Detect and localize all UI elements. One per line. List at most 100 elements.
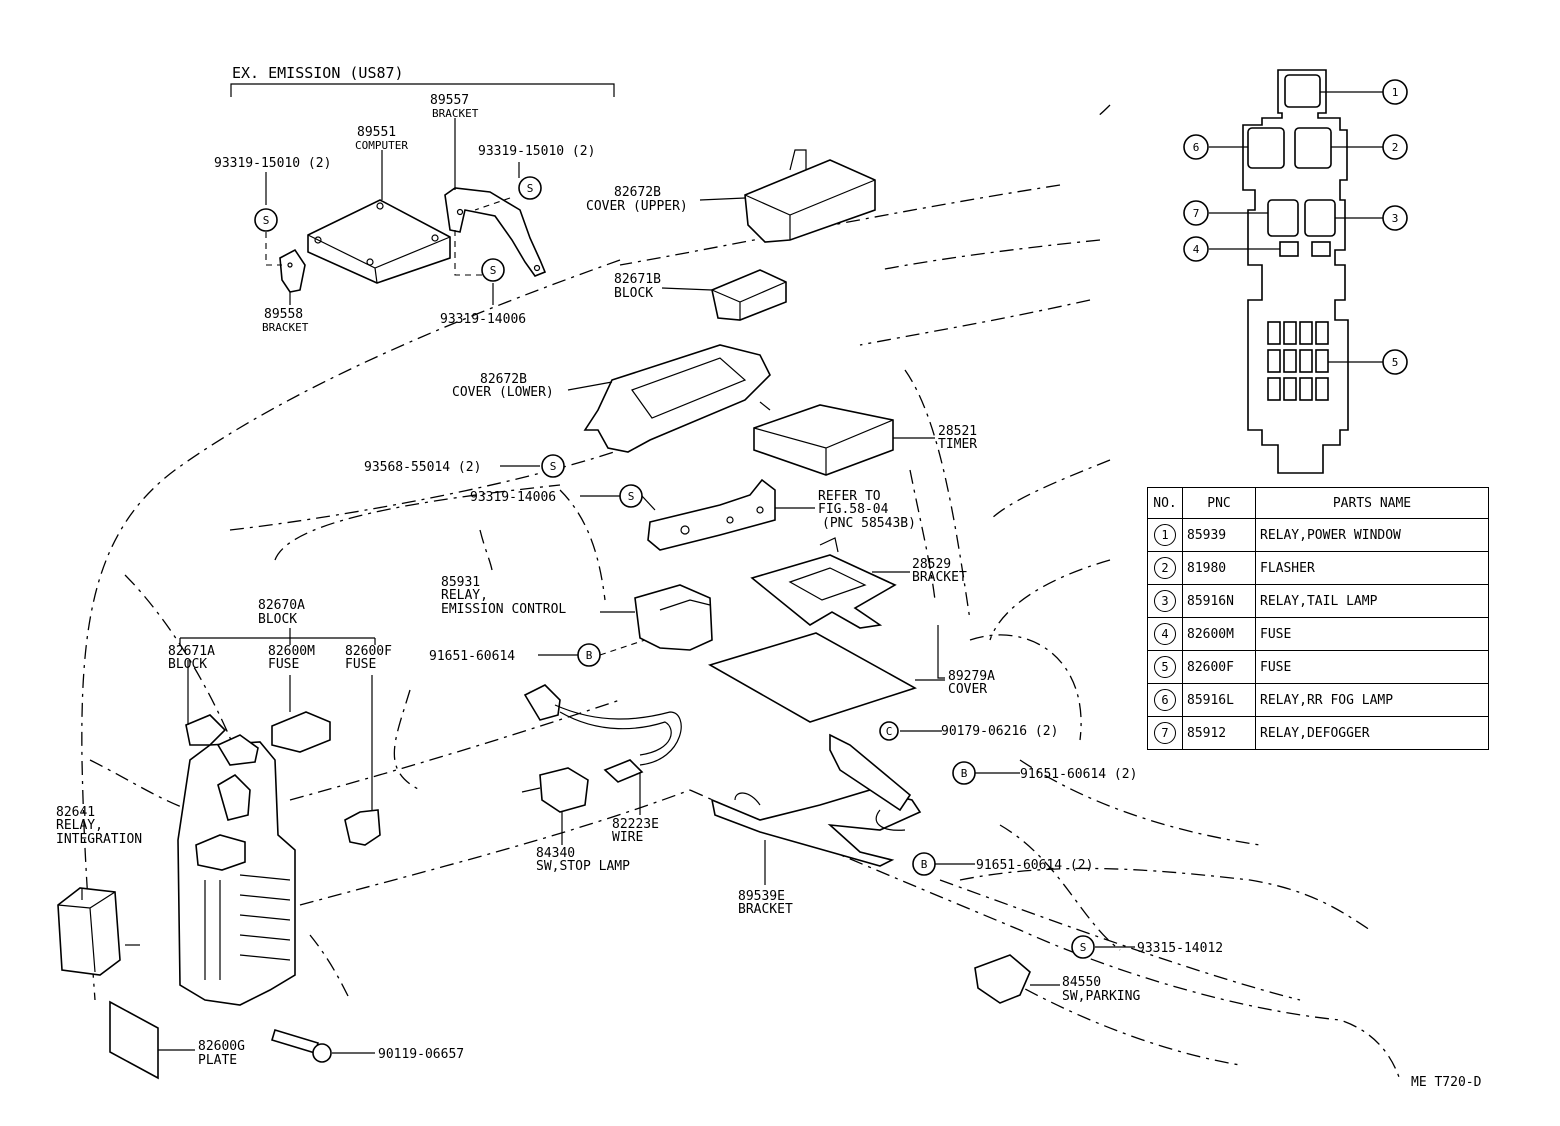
legend-number-6: 6	[1183, 134, 1209, 160]
callout-name: RELAY,	[441, 588, 488, 603]
col-header-no: NO.	[1147, 487, 1183, 519]
svg-text:7: 7	[1193, 207, 1200, 220]
col-header-pnc: PNC	[1182, 487, 1256, 519]
callout-name: COVER (LOWER)	[452, 385, 554, 400]
row-pnc: 85939	[1182, 518, 1256, 552]
callout-pnc: 85931	[441, 575, 480, 590]
relay-block-legend: 1 2 3 4 5 6 7	[1183, 69, 1408, 474]
bracket-89558	[279, 248, 306, 293]
callout-pnc: 90179-06216 (2)	[941, 724, 1058, 739]
s-marker: S	[481, 258, 505, 282]
callout-pnc: 82671B	[614, 272, 661, 287]
svg-text:S: S	[527, 182, 534, 195]
svg-text:B: B	[921, 858, 928, 871]
col-header-parts-name: PARTS NAME	[1255, 487, 1489, 519]
callout-pnc: 82600M	[268, 644, 315, 659]
cover-upper-82672b	[744, 149, 876, 243]
row-number: 5	[1154, 656, 1176, 678]
svg-text:S: S	[628, 490, 635, 503]
callout-name: EMISSION CONTROL	[441, 602, 566, 617]
relay-integration-82641	[57, 887, 121, 976]
callout-name: BRACKET	[432, 107, 479, 120]
row-parts-name: RELAY,RR FOG LAMP	[1255, 683, 1489, 717]
s-marker: S	[619, 484, 643, 508]
row-pnc: 85916L	[1182, 683, 1256, 717]
callout-name: WIRE	[612, 830, 643, 845]
callout-pnc: 91651-60614 (2)	[1020, 767, 1137, 782]
computer-89551	[307, 199, 451, 284]
s-marker: S	[254, 208, 278, 232]
callout-pnc: 84340	[536, 846, 575, 861]
row-parts-name: RELAY,DEFOGGER	[1255, 716, 1489, 750]
bolt-90119	[271, 1029, 332, 1063]
callout-name: COVER (UPPER)	[586, 199, 688, 214]
row-number: 4	[1154, 623, 1176, 645]
stop-lamp-switch-84340	[521, 767, 589, 813]
legend-number-7: 7	[1183, 200, 1209, 226]
row-parts-name: FLASHER	[1255, 551, 1489, 585]
callout-pnc: 93319-14006	[470, 490, 556, 505]
svg-text:B: B	[961, 767, 968, 780]
fuse-82600m	[271, 711, 331, 753]
dashboard-outline	[81, 104, 1401, 1081]
svg-text:6: 6	[1193, 141, 1200, 154]
callout-name: BRACKET	[738, 902, 793, 917]
fuse-grid	[1267, 321, 1329, 401]
callout-pnc: 82641	[56, 805, 95, 820]
callout-name: BRACKET	[912, 570, 967, 585]
row-number: 2	[1154, 557, 1176, 579]
b-marker: B	[912, 852, 936, 876]
refer-bracket	[647, 478, 776, 551]
bracket-28529	[750, 537, 897, 629]
row-number: 6	[1154, 689, 1176, 711]
callout-name: FUSE	[345, 657, 376, 672]
callout-name: COMPUTER	[355, 139, 408, 152]
cover-lower-82672b	[583, 344, 771, 453]
callout-pnc: 91651-60614 (2)	[976, 858, 1093, 873]
callout-pnc: 89551	[357, 125, 396, 140]
callout-pnc: 82672B	[614, 185, 661, 200]
row-pnc: 82600F	[1182, 650, 1256, 684]
callout-name: FUSE	[268, 657, 299, 672]
junction-block-82671a	[177, 714, 296, 1006]
block-82671b	[711, 269, 787, 321]
row-pnc: 85912	[1182, 716, 1256, 750]
bracket-89539e	[710, 733, 922, 867]
bracket-89557	[444, 187, 547, 277]
callout-pnc: 82671A	[168, 644, 215, 659]
callout-name: FIG.58-04	[818, 502, 889, 517]
svg-text:C: C	[886, 725, 893, 738]
row-parts-name: FUSE	[1255, 617, 1489, 651]
callout-pnc: 89558	[264, 307, 303, 322]
cover-89279a	[707, 632, 917, 723]
svg-text:2: 2	[1392, 141, 1399, 154]
legend-number-2: 2	[1382, 134, 1408, 160]
wire-82223e	[523, 684, 682, 783]
callout-name: SW,STOP LAMP	[536, 859, 630, 874]
row-parts-name: RELAY,POWER WINDOW	[1255, 518, 1489, 552]
plate-82600g	[109, 1000, 159, 1080]
row-pnc: 82600M	[1182, 617, 1256, 651]
callout-pnc: 82600G	[198, 1039, 245, 1054]
callout-name: SW,PARKING	[1062, 989, 1140, 1004]
callout-pnc: 82670A	[258, 598, 305, 613]
callout-pnc: 93315-14012	[1137, 941, 1223, 956]
s-marker: S	[1071, 935, 1095, 959]
b-marker: B	[952, 761, 976, 785]
table-header-row: NO. PNC PARTS NAME	[1147, 487, 1489, 519]
row-parts-name: FUSE	[1255, 650, 1489, 684]
s-marker: S	[518, 176, 542, 200]
callout-pnc: 84550	[1062, 975, 1101, 990]
b-marker: B	[577, 643, 601, 667]
timer-28521	[753, 401, 894, 476]
row-number: 3	[1154, 590, 1176, 612]
relay-emission-85931	[634, 584, 713, 651]
callout-labels: 89557 BRACKET 89551 COMPUTER 93319-15010…	[56, 93, 1223, 1068]
callout-name: INTEGRATION	[56, 832, 142, 847]
